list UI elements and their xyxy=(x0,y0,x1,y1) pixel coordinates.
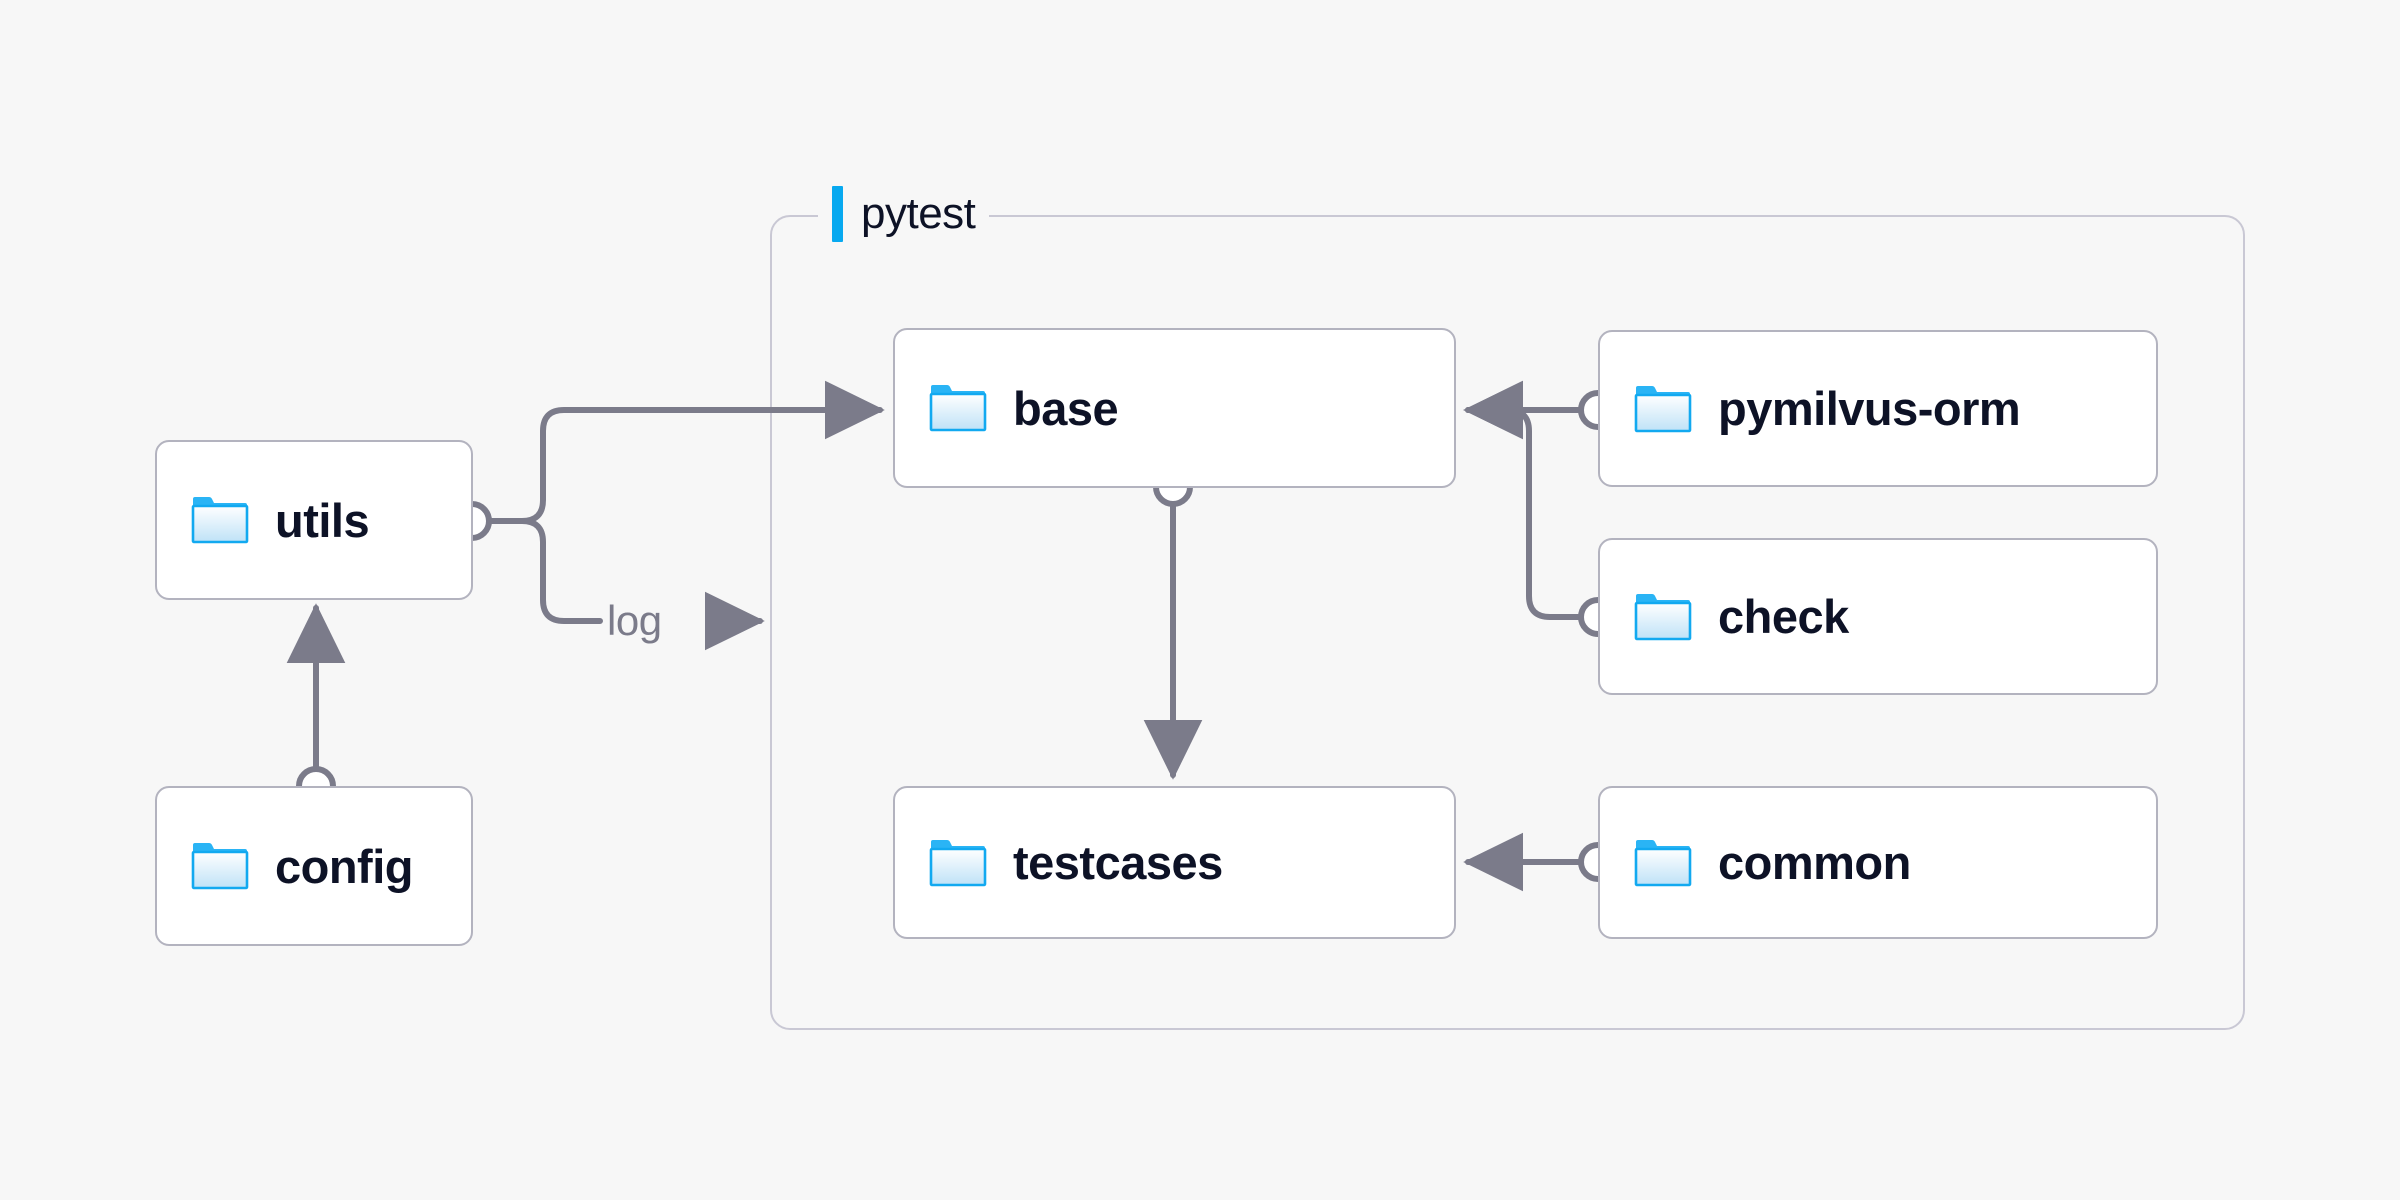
edge-utils-to-log xyxy=(484,518,765,651)
edge-label-log: log xyxy=(607,597,662,644)
node-label: utils xyxy=(275,493,370,547)
node-pymilvus-orm[interactable]: pymilvus-orm xyxy=(1598,330,2158,487)
edge-base-to-testcases xyxy=(1143,467,1203,780)
node-testcases[interactable]: testcases xyxy=(893,786,1456,939)
edge-utils-to-base xyxy=(484,380,885,524)
folder-icon xyxy=(191,495,249,545)
node-common[interactable]: common xyxy=(1598,786,2158,939)
folder-icon xyxy=(1634,384,1692,434)
node-label: check xyxy=(1718,590,1849,643)
node-utils[interactable]: utils xyxy=(155,440,473,600)
edge-config-to-utils xyxy=(286,603,346,806)
group-title-label: pytest xyxy=(861,189,976,238)
folder-icon xyxy=(1634,592,1692,642)
folder-icon xyxy=(191,841,249,891)
node-config[interactable]: config xyxy=(155,786,473,946)
node-label: config xyxy=(275,839,413,893)
folder-icon xyxy=(1634,838,1692,888)
node-label: pymilvus-orm xyxy=(1718,382,2021,435)
node-label: common xyxy=(1718,836,1911,889)
group-frame-pytest xyxy=(770,215,2245,1030)
group-accent-bar xyxy=(832,186,843,242)
node-check[interactable]: check xyxy=(1598,538,2158,695)
group-title-pytest: pytest xyxy=(818,186,990,242)
folder-icon xyxy=(929,383,987,433)
node-base[interactable]: base xyxy=(893,328,1456,488)
edge-common-to-testcases xyxy=(1463,832,1618,892)
node-label: testcases xyxy=(1013,836,1223,889)
node-label: base xyxy=(1013,381,1119,435)
folder-icon xyxy=(929,838,987,888)
edge-check-to-base xyxy=(1463,380,1618,637)
